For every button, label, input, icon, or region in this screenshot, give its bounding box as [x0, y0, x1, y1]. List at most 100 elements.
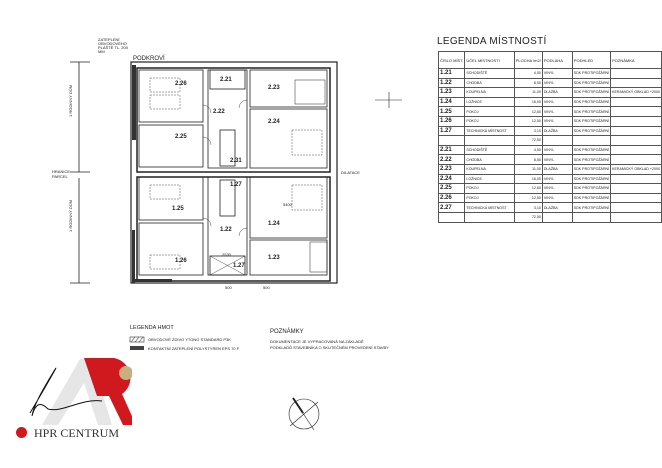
cell-floor: VINYL [541, 144, 573, 156]
cell-floor: VINYL [541, 154, 573, 165]
cell-note [610, 125, 662, 137]
room-label: 2.24 [268, 119, 280, 125]
notes-title: POZNÁMKY [270, 329, 304, 335]
cell-number [437, 211, 466, 223]
notes-line: PODKLADŮ STAVEBNÍKA O SKUTEČNÉM PROVEDEN… [270, 345, 389, 350]
cell-ceiling [571, 135, 612, 146]
expansion-joint-label: DILATACE [341, 170, 360, 175]
cell-area: 12,60 [513, 183, 543, 194]
header-floor: PODLAHA [541, 51, 573, 69]
cell-area: 11,00 [513, 87, 543, 98]
cell-purpose: POKOJ [464, 106, 515, 117]
notes-line: DOKUMENTACE JE VYPRACOVANÁ NA ZÁKLADĚ [270, 339, 364, 344]
room-label: 1.22 [220, 227, 232, 233]
room-label: 1.26 [175, 258, 187, 264]
header-ceiling: PODHLED [571, 51, 612, 69]
cell-area: 16,00 [513, 96, 543, 108]
mass-legend-item: OBVODOVÉ ZDIVO YTONG STANDARD P3K [148, 337, 231, 342]
cell-purpose: POKOJ [464, 115, 515, 127]
room-label: 1.25 [172, 206, 184, 212]
cell-number: 1.21 [437, 68, 466, 79]
cell-note [610, 68, 662, 79]
cell-number: 1.27 [437, 125, 466, 137]
cell-number: 2.22 [437, 154, 466, 165]
cell-number: 1.25 [437, 106, 466, 117]
cell-area: 12,50 [513, 115, 543, 127]
house-label: 1 RODINNÝ DŮM [68, 199, 73, 232]
cell-purpose: CHODBA [464, 77, 515, 89]
cell-floor [541, 135, 573, 146]
dimension: 5400 [283, 202, 292, 207]
cell-ceiling: SDK PROTIPOŽÁRNÍ [571, 163, 612, 175]
cell-ceiling: SDK PROTIPOŽÁRNÍ [571, 125, 612, 137]
cell-number: 2.21 [437, 144, 466, 156]
table-sum-row: 72,50 [437, 135, 662, 146]
cell-floor: VINYL [541, 192, 573, 204]
cell-note [610, 173, 662, 185]
mass-legend-item: KONTAKTNÍ ZATEPLENÍ POLYSTYREN EPS 70 F [148, 346, 240, 351]
cell-floor: VINYL [541, 183, 573, 194]
logo-dot-icon [16, 427, 27, 438]
cell-ceiling: SDK PROTIPOŽÁRNÍ [571, 115, 612, 127]
cell-purpose: TECHNICKÁ MÍSTNOST [464, 202, 515, 213]
cell-floor: DLAŽBA [541, 87, 573, 98]
cell-number: 1.26 [437, 115, 466, 127]
cell-purpose: SCHODIŠTĚ [464, 68, 515, 79]
mass-legend-title: LEGENDA HMOT [130, 325, 174, 331]
house-label: 1 RODINNÝ DŮM [68, 84, 73, 117]
room-label: 2.31 [230, 158, 242, 164]
cell-number: 1.23 [437, 87, 466, 98]
cell-purpose: CHODBA [464, 154, 515, 165]
cell-note [610, 96, 662, 108]
hpr-centrum-logo: HPR CENTRUM [12, 353, 136, 453]
cell-purpose: LOŽNICE [464, 96, 515, 108]
cell-area: 12,50 [513, 192, 543, 204]
room-label: 2.25 [175, 134, 187, 140]
table-sum-row: 72,50 [437, 211, 662, 223]
cell-area: 8,50 [513, 154, 543, 165]
cell-number: 1.24 [437, 96, 466, 108]
cell-area: 3,10 [513, 202, 543, 213]
insulation-note: ZATEPLENÍ OBVODOVÉHO PLÁŠTĚ TL. 200 MM [98, 37, 128, 54]
cell-purpose: LOŽNICE [464, 173, 515, 185]
cell-area: 3,10 [513, 125, 543, 137]
room-label: 1.23 [268, 255, 280, 261]
cell-ceiling: SDK PROTIPOŽÁRNÍ [571, 183, 612, 194]
cell-number: 1.22 [437, 77, 466, 89]
cell-floor: VINYL [541, 77, 573, 89]
cell-floor: VINYL [541, 106, 573, 117]
dimension: 500 [225, 285, 232, 290]
cell-purpose: KOUPELNA [464, 163, 515, 175]
cell-purpose [464, 211, 515, 223]
cell-ceiling: SDK PROTIPOŽÁRNÍ [571, 68, 612, 79]
cell-number: 2.23 [437, 163, 466, 175]
cell-number: 2.26 [437, 192, 466, 204]
cell-number: 2.27 [437, 202, 466, 213]
cell-floor: VINYL [541, 68, 573, 79]
cell-purpose: KOUPELNA [464, 87, 515, 98]
cell-note [610, 115, 662, 127]
cell-floor: VINYL [541, 173, 573, 185]
room-label: 1.24 [268, 221, 280, 227]
dimension: 2530 [222, 252, 231, 257]
cell-number: 2.24 [437, 173, 466, 185]
cell-floor: DLAŽBA [541, 125, 573, 137]
room-label: 2.23 [268, 85, 280, 91]
room-label: 1.27 [230, 182, 242, 188]
cell-ceiling [571, 211, 612, 223]
north-arrow-icon [288, 398, 320, 430]
header-purpose: ÚČEL MÍSTNOSTI [464, 51, 515, 69]
cell-floor: VINYL [541, 96, 573, 108]
cell-purpose: POKOJ [464, 192, 515, 204]
cell-number [437, 135, 466, 146]
